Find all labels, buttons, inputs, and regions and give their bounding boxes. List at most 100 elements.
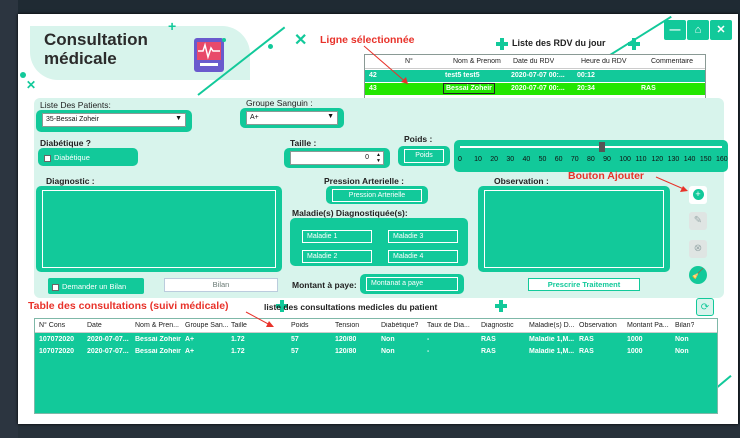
consultations-table-header: N° Cons Date Nom & Pren... Groupe San...Tai… xyxy=(35,319,717,333)
slider-tick-label: 60 xyxy=(554,156,563,163)
consultations-cell: 1.72 xyxy=(231,336,245,343)
edit-button[interactable]: ✎ xyxy=(689,212,707,230)
slider-tick-label: 10 xyxy=(474,156,482,163)
prescribe-button[interactable]: Prescrire Traitement xyxy=(528,278,640,291)
decor-x-icon: ✕ xyxy=(26,78,37,92)
pressure-field[interactable]: Pression Arterielle xyxy=(332,189,422,202)
table-row[interactable]: 42 test5 test5 2020-07-07 00:... 00:12 xyxy=(365,70,705,82)
minimize-button[interactable]: — xyxy=(664,20,686,40)
rdv-col-header[interactable]: N° xyxy=(405,58,413,65)
diagnostic-label: Diagnostic : xyxy=(46,176,95,186)
blood-value: A+ xyxy=(250,114,259,121)
rdv-col-header[interactable]: Heure du RDV xyxy=(581,58,627,65)
add-icon xyxy=(496,38,508,50)
rdv-cell: 42 xyxy=(369,72,377,79)
slider-tick-label: 0 xyxy=(458,156,462,163)
annotation-table: Table des consultations (suivi médicale) xyxy=(28,300,229,312)
rdv-col-header[interactable]: Nom & Prenom xyxy=(453,58,501,65)
amount-field[interactable]: Montanat a paye xyxy=(366,277,458,291)
weight-label: Poids : xyxy=(404,134,433,144)
consultations-col-header[interactable]: Taux de Dia... xyxy=(427,322,470,329)
observation-textarea[interactable] xyxy=(484,190,664,268)
weight-slider-thumb[interactable] xyxy=(598,142,605,152)
patients-select[interactable]: 35-Bessai Zoheir ▼ xyxy=(42,113,186,127)
blood-label: Groupe Sanguin : xyxy=(246,98,313,108)
patients-value: 35-Bessai Zoheir xyxy=(46,116,99,123)
consultations-col-header[interactable]: Taille xyxy=(231,322,247,329)
consultations-cell: RAS xyxy=(481,348,496,355)
add-button[interactable]: + xyxy=(689,186,707,204)
rdv-cell: 43 xyxy=(369,85,377,92)
blood-select[interactable]: A+ ▼ xyxy=(246,111,338,125)
slider-tick-label: 50 xyxy=(538,156,547,163)
rdv-col-header[interactable]: Date du RDV xyxy=(513,58,555,65)
diagnostic-box xyxy=(36,186,282,272)
consultations-cell: Non xyxy=(675,348,689,355)
consultations-cell: - xyxy=(427,348,430,355)
refresh-button[interactable]: ⟳ xyxy=(696,298,714,316)
title-line1: Consultation xyxy=(44,30,148,49)
slider-tick-label: 90 xyxy=(603,156,611,163)
weight-field[interactable]: Poids xyxy=(404,149,444,163)
table-row-selected[interactable]: 43 Bessai Zoheir 2020-07-07 00:... 20:34… xyxy=(365,83,705,95)
consultations-col-header[interactable]: N° Cons xyxy=(39,322,66,329)
disease-field-3[interactable]: Maladie 3 xyxy=(388,230,458,243)
slider-tick-label: 130 xyxy=(667,156,680,163)
checkbox-icon xyxy=(52,283,59,291)
request-bilan-box xyxy=(48,278,144,294)
consultations-cell: 57 xyxy=(291,336,299,343)
disease-field-4[interactable]: Maladie 4 xyxy=(388,250,458,263)
consultations-col-header[interactable]: Maladie(s) D... xyxy=(529,322,575,329)
clear-button[interactable]: 🧹 xyxy=(689,266,707,284)
add-icon xyxy=(276,300,289,312)
rdv-cell: test5 test5 xyxy=(445,72,480,79)
weight-slider-track[interactable] xyxy=(460,146,722,148)
consultations-col-header[interactable]: Diagnostic xyxy=(481,322,514,329)
desktop-taskbar-area xyxy=(18,424,740,438)
delete-button[interactable]: ⊗ xyxy=(689,240,707,258)
diabetic-check-label: Diabétique xyxy=(54,153,90,162)
diagnostic-textarea[interactable] xyxy=(42,190,276,268)
consultations-col-header[interactable]: Poids xyxy=(291,322,309,329)
consultations-col-header[interactable]: Tension xyxy=(335,322,360,329)
diabetic-checkbox[interactable]: Diabétique xyxy=(44,153,90,162)
consultations-cell: RAS xyxy=(579,336,594,343)
consultations-col-header[interactable]: Diabétique? xyxy=(381,322,419,329)
consultations-cell: 1000 xyxy=(627,336,643,343)
diabetic-label: Diabétique ? xyxy=(40,138,92,148)
slider-tick-label: 30 xyxy=(506,156,515,163)
rdv-title: Liste des RDV du jour xyxy=(512,38,606,48)
consultations-col-header[interactable]: Date xyxy=(87,322,102,329)
slider-tick-label: 70 xyxy=(570,156,579,163)
consultations-col-header[interactable]: Bilan? xyxy=(675,322,695,329)
rdv-col-header[interactable]: Commentaire xyxy=(651,58,694,65)
consultations-col-header[interactable]: Montant Pa... xyxy=(627,322,669,329)
height-label: Taille : xyxy=(290,138,317,148)
consultations-cell: 107072020 xyxy=(39,348,75,355)
consultations-col-header[interactable]: Groupe San... xyxy=(185,322,229,329)
broom-icon: 🧹 xyxy=(691,269,705,280)
annotation-arrow xyxy=(655,176,688,192)
consultations-cell: 120/80 xyxy=(335,336,357,343)
spinner-arrows-icon[interactable]: ▲▼ xyxy=(376,152,381,164)
checkbox-icon xyxy=(44,154,51,162)
consultations-cell: 1000 xyxy=(627,348,643,355)
weight-slider-box xyxy=(454,140,728,172)
plus-circle-icon: + xyxy=(692,189,704,200)
close-button[interactable]: ✕ xyxy=(710,20,732,40)
home-button[interactable]: ⌂ xyxy=(687,20,709,40)
consultations-col-header[interactable]: Nom & Pren... xyxy=(135,322,179,329)
page-title: Consultation médicale xyxy=(44,30,148,68)
disease-field-2[interactable]: Maladie 2 xyxy=(302,250,372,263)
decor-dot xyxy=(268,44,273,49)
bilan-button[interactable]: Bilan xyxy=(164,278,278,292)
disease-field-1[interactable]: Maladie 1 xyxy=(302,230,372,243)
patients-label: Liste Des Patients: xyxy=(40,100,111,110)
height-spinner[interactable]: 0 ▲▼ xyxy=(290,151,384,165)
consultations-col-header[interactable]: Observation xyxy=(579,322,617,329)
slider-tick-label: 20 xyxy=(490,156,499,163)
request-bilan-checkbox[interactable]: Demander un Bilan xyxy=(52,282,126,291)
consultations-cell: 107072020 xyxy=(39,336,75,343)
